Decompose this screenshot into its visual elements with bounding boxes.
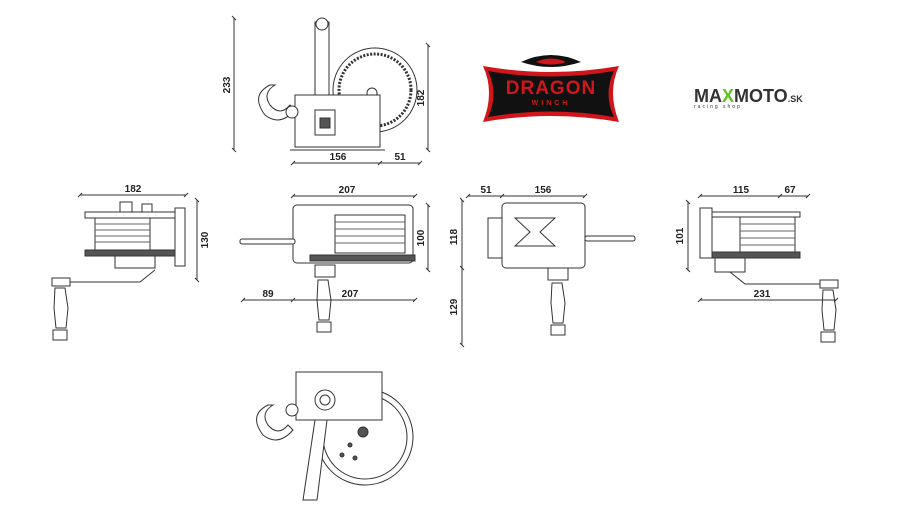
dim-front-width-bottom: 207	[342, 289, 359, 300]
dim-right-width: 115	[733, 185, 750, 196]
dim-top-height: 233	[222, 76, 233, 93]
dragon-logo-subtext: WINCH	[531, 100, 571, 107]
top-view: 233 182 156 51	[222, 15, 431, 166]
dim-back-left: 51	[480, 185, 492, 196]
left-view: 182 130	[51, 184, 211, 341]
dim-top-offset: 51	[394, 152, 406, 163]
side-view	[256, 371, 414, 501]
right-view: 115 67 101 231	[675, 185, 839, 343]
dim-front-height: 100	[416, 229, 427, 246]
dragon-winch-logo: DRAGON WINCH	[481, 50, 621, 126]
front-view: 207 100 89 207	[239, 185, 431, 333]
maxmoto-logo-x: X	[722, 86, 735, 106]
dim-handle-offset: 89	[262, 289, 274, 300]
dim-gear-height: 182	[416, 89, 427, 106]
dim-handle-length: 129	[449, 298, 460, 315]
maxmoto-logo-moto: MOTO	[734, 86, 788, 106]
maxmoto-tagline: racing shop	[694, 104, 742, 110]
maxmoto-logo-ma: MA	[694, 86, 722, 106]
dim-right-offset: 67	[784, 185, 796, 196]
dim-back-height: 118	[449, 228, 460, 245]
maxmoto-logo: MAXMOTO.SK racing shop	[694, 86, 803, 110]
dim-right-height: 101	[675, 227, 686, 244]
dim-left-width: 182	[125, 184, 142, 195]
dim-front-width-top: 207	[339, 185, 356, 196]
housing	[294, 94, 381, 148]
crank-arm	[314, 21, 330, 103]
dim-left-height: 130	[200, 231, 211, 248]
back-view: 51 156 118 129	[449, 185, 636, 348]
maxmoto-logo-suffix: .SK	[787, 94, 803, 104]
dim-back-width: 156	[535, 185, 552, 196]
dim-top-width: 156	[330, 152, 347, 163]
dragon-eye-icon	[483, 55, 619, 122]
handle-grip	[53, 287, 69, 329]
dragon-logo-text: DRAGON	[505, 78, 597, 99]
dim-crank-length: 231	[754, 289, 771, 300]
